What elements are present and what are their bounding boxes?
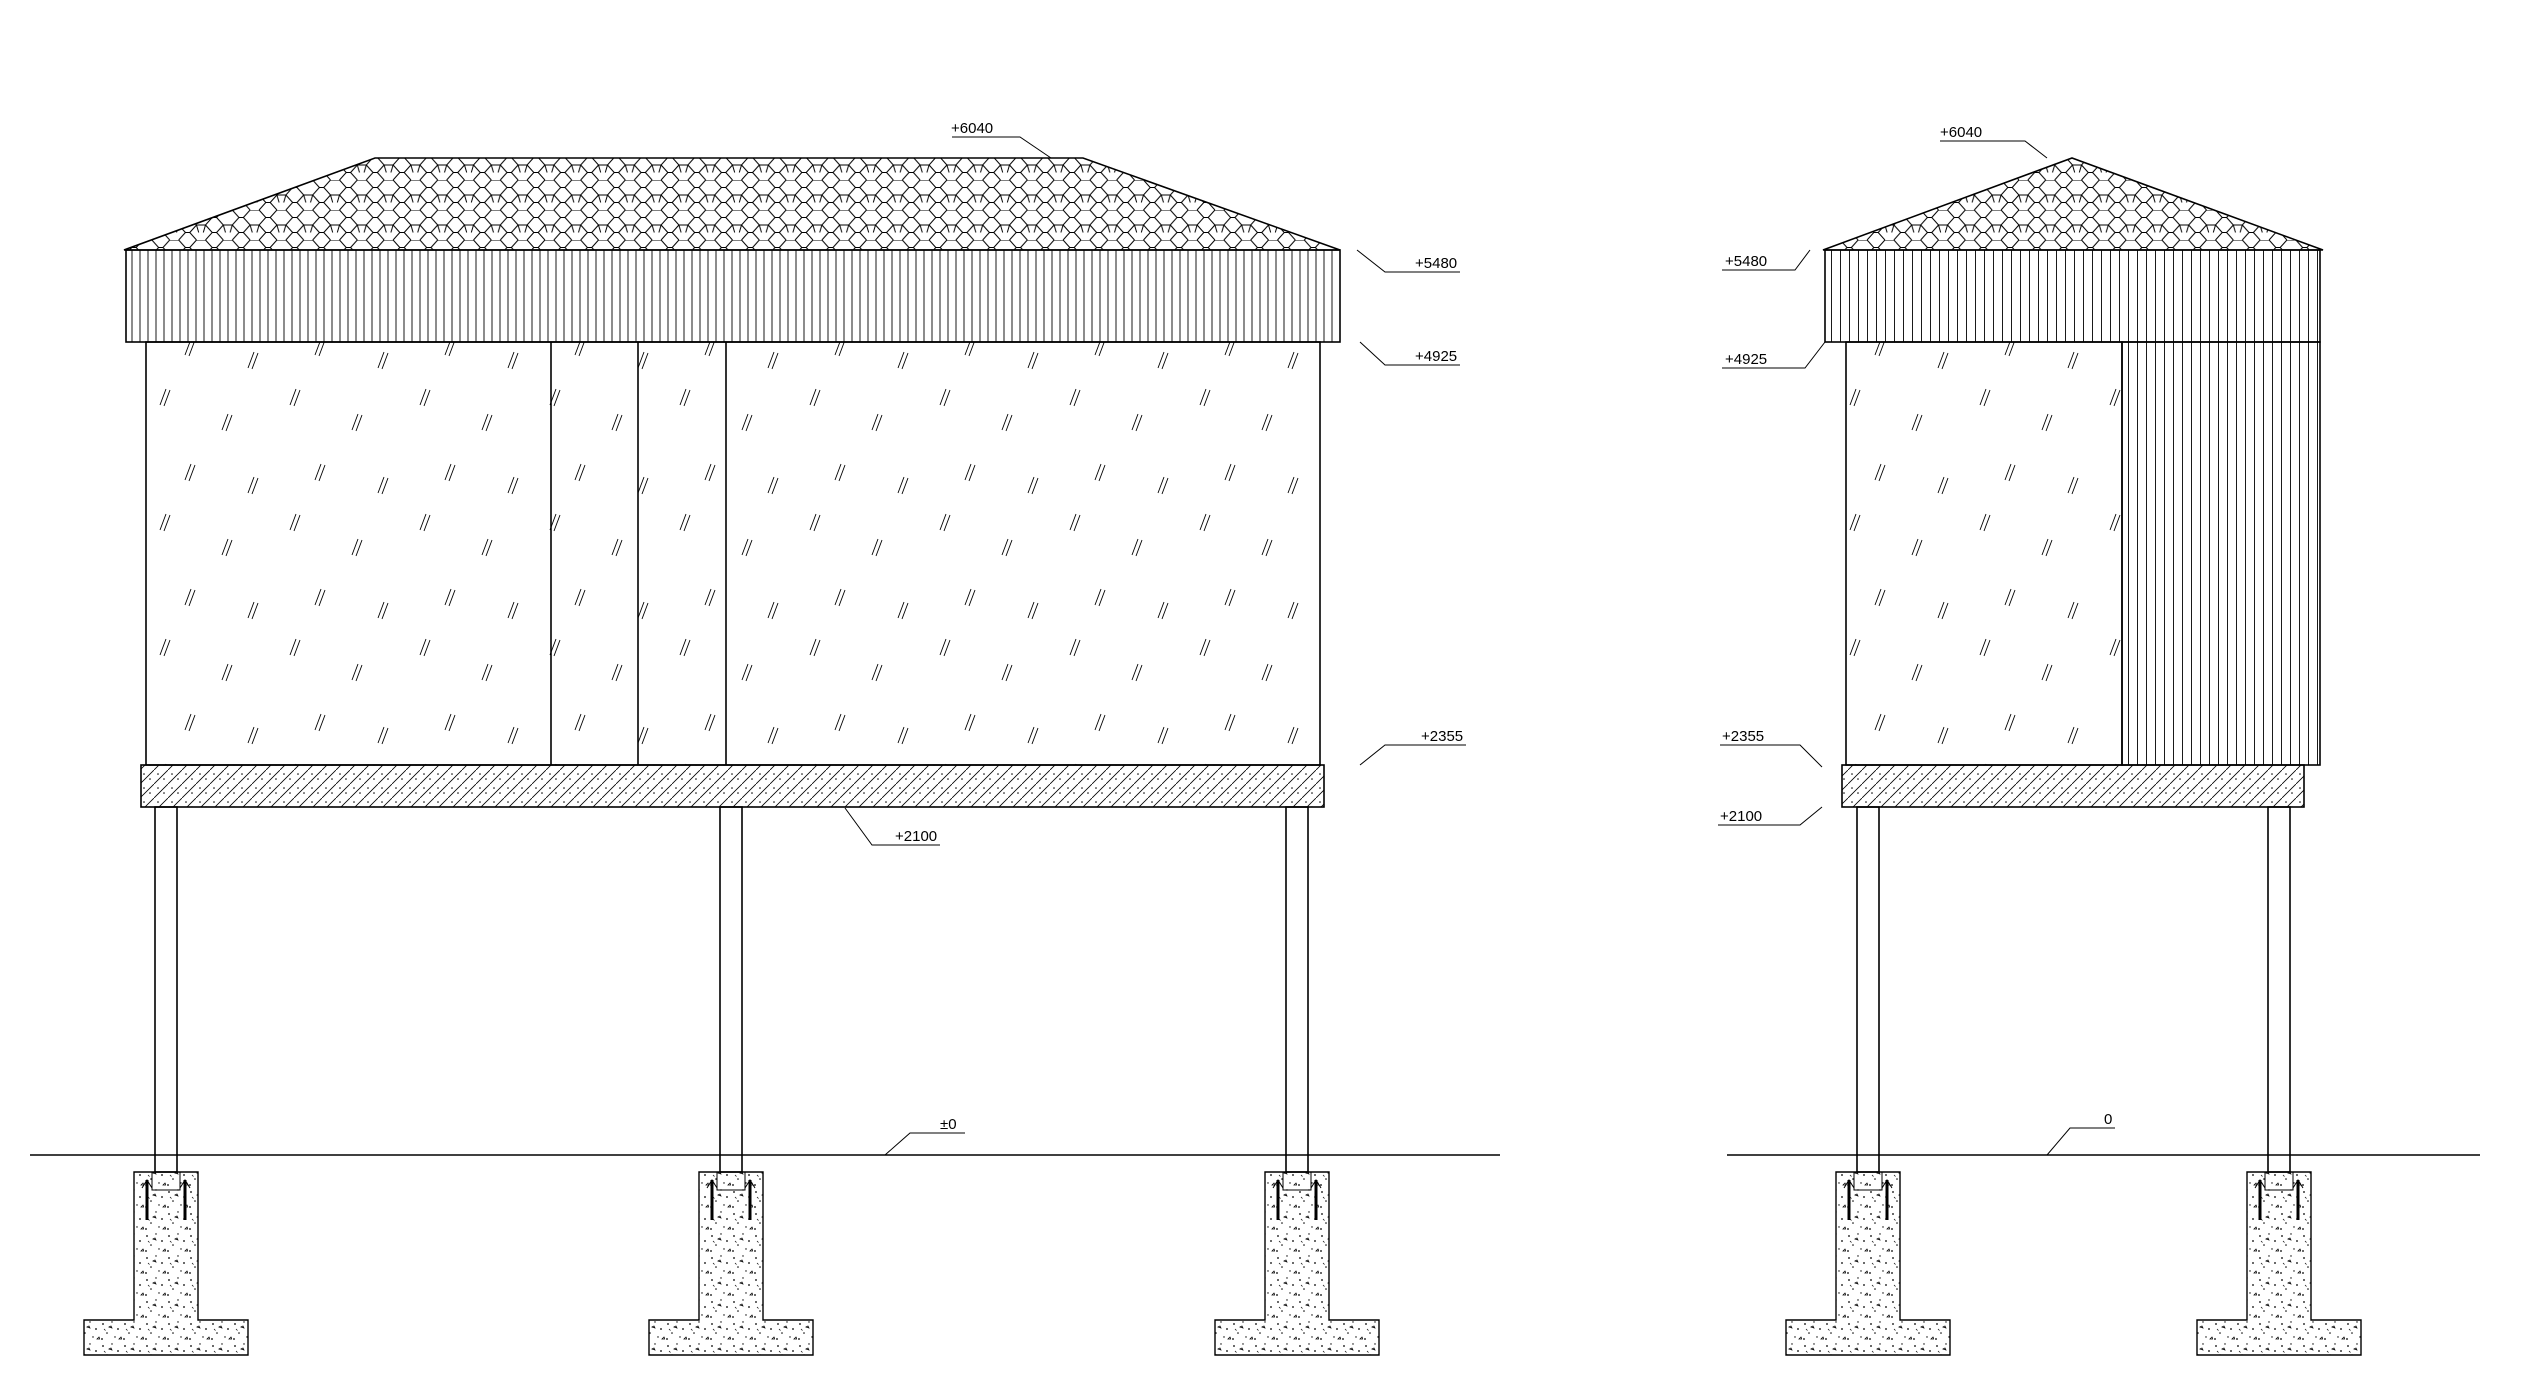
side-level-floor-bottom: +2100 — [1718, 806, 1823, 826]
side-elevation: +6040 +5480 +4925 +2355 +2100 0 — [1718, 124, 2480, 1356]
front-level-floor-bottom: +2100 — [844, 807, 940, 846]
level-label: +2100 — [895, 828, 937, 845]
side-level-ridge: +6040 — [1940, 124, 2048, 159]
front-level-eave: +5480 — [1356, 249, 1460, 273]
level-label: +2100 — [1720, 808, 1762, 825]
front-footings — [83, 1171, 1380, 1356]
side-wall — [1845, 341, 2123, 766]
side-fascia — [1824, 249, 2321, 343]
side-floor-slab — [1841, 764, 2305, 808]
front-floor-slab — [140, 764, 1325, 808]
side-roof — [1822, 157, 2324, 251]
front-elevation: +6040 +5480 +4925 +2355 +2100 ±0 — [30, 120, 1500, 1356]
front-level-ground: ±0 — [884, 1116, 965, 1156]
side-columns — [1856, 806, 2291, 1173]
side-level-floor-top: +2355 — [1720, 728, 1823, 768]
front-roof — [123, 157, 1341, 251]
level-label: +5480 — [1725, 253, 1767, 270]
side-footings — [1785, 1171, 2362, 1356]
level-label: +6040 — [951, 120, 993, 137]
front-level-ridge: +6040 — [951, 120, 1052, 159]
level-label: +4925 — [1415, 348, 1457, 365]
side-cladding — [2121, 341, 2321, 766]
level-label: 0 — [2104, 1111, 2112, 1128]
level-label: +6040 — [1940, 124, 1982, 141]
side-level-eave: +5480 — [1722, 249, 1811, 271]
level-label: +2355 — [1421, 728, 1463, 745]
front-level-floor-top: +2355 — [1359, 728, 1466, 766]
level-label: +5480 — [1415, 255, 1457, 272]
level-label: ±0 — [940, 1116, 957, 1133]
level-label: +4925 — [1725, 351, 1767, 368]
side-level-ground: 0 — [2046, 1111, 2115, 1156]
front-columns — [154, 806, 1309, 1173]
front-level-fascia-bottom: +4925 — [1359, 341, 1460, 366]
side-level-fascia-bottom: +4925 — [1722, 341, 1826, 369]
front-wall — [145, 341, 1321, 766]
front-fascia — [125, 249, 1341, 343]
level-label: +2355 — [1722, 728, 1764, 745]
